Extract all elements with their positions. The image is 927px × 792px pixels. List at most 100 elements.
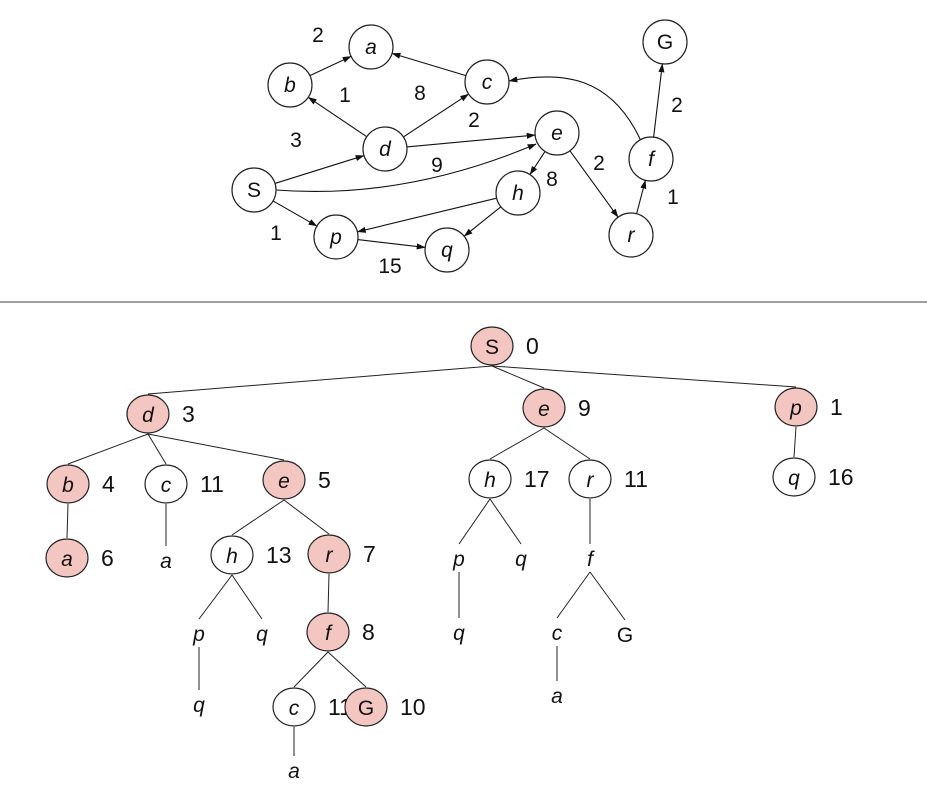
graph-node-c: c bbox=[464, 59, 510, 105]
tree-node-label: d bbox=[142, 404, 155, 427]
tree-node-label: a bbox=[551, 685, 563, 708]
edge-weight-S-e: 9 bbox=[431, 154, 443, 177]
tree-node-label: G bbox=[617, 624, 633, 647]
graph-edge-f-G bbox=[653, 63, 665, 138]
tree-edge-t1-t5 bbox=[147, 433, 167, 465]
graph-node-label: d bbox=[379, 138, 392, 161]
graph-node-label: e bbox=[551, 122, 563, 145]
tree-node-label: a bbox=[288, 760, 300, 783]
graph-node-label: G bbox=[657, 31, 673, 54]
path-cost-label: 1 bbox=[830, 394, 843, 420]
frontier-node-circle bbox=[210, 535, 254, 575]
graph-node-label: b bbox=[284, 74, 296, 97]
tree-node-label: q bbox=[256, 623, 268, 646]
frontier-node-circle bbox=[272, 687, 316, 727]
graph-edge-d-b bbox=[307, 96, 368, 138]
graph-node-e: e bbox=[534, 110, 580, 156]
frontier-node-circle bbox=[144, 464, 188, 504]
tree-edge-t9-t12 bbox=[231, 574, 263, 620]
path-cost-label: 4 bbox=[102, 471, 115, 497]
tree-edge-t14-t15 bbox=[293, 651, 329, 688]
expanded-node-circle bbox=[126, 394, 170, 434]
path-cost-label: 0 bbox=[526, 333, 539, 359]
tree-node-label: p bbox=[192, 623, 205, 646]
tree-edge-t23-t25 bbox=[589, 571, 626, 621]
graph-edge-f-c bbox=[508, 76, 642, 142]
tree-node-q: q bbox=[256, 623, 268, 646]
path-cost-label: 11 bbox=[200, 471, 224, 497]
graph-node-p: p bbox=[313, 214, 359, 260]
edge-weight-e-h: 8 bbox=[546, 168, 558, 191]
tree-node-q: q 16 bbox=[772, 457, 854, 497]
tree-node-a: a bbox=[288, 760, 300, 783]
tree-edge-t6-t10 bbox=[283, 499, 330, 535]
expanded-node-circle bbox=[344, 687, 388, 727]
tree-edge-t10-t14 bbox=[327, 573, 330, 613]
edge-weight-d-b: 1 bbox=[339, 84, 351, 107]
tree-node-label: h bbox=[226, 545, 238, 568]
tree-node-label: f bbox=[587, 548, 595, 571]
tree-node-label: S bbox=[485, 336, 499, 359]
graph-node-label: f bbox=[648, 148, 656, 171]
tree-edge-t0-t1 bbox=[147, 365, 493, 395]
graph-node-circle bbox=[495, 170, 541, 216]
graph-node-circle bbox=[534, 110, 580, 156]
graph-edge-S-p bbox=[272, 200, 318, 227]
graph-node-a: a bbox=[348, 24, 394, 70]
graph-node-label: r bbox=[628, 224, 636, 247]
frontier-node-circle bbox=[468, 459, 512, 499]
tree-node-label: r bbox=[587, 469, 595, 492]
tree-edge-t2-t19 bbox=[543, 427, 591, 460]
path-cost-label: 5 bbox=[318, 467, 331, 493]
graph-edge-S-d bbox=[274, 155, 365, 184]
tree-node-label: p bbox=[789, 397, 802, 420]
edge-weight-d-e: 2 bbox=[468, 109, 480, 132]
tree-node-label: c bbox=[289, 697, 300, 720]
frontier-node-circle bbox=[568, 459, 612, 499]
path-cost-label: 10 bbox=[400, 694, 426, 720]
edge-weight-d-c: 8 bbox=[414, 82, 426, 105]
tree-edge-t4-t7 bbox=[66, 503, 69, 539]
tree-edge-t0-t2 bbox=[491, 365, 545, 389]
expanded-node-circle bbox=[46, 464, 90, 504]
tree-node-label: a bbox=[61, 548, 73, 571]
tree-node-G: G 10 bbox=[344, 687, 426, 727]
graph-node-G: G bbox=[642, 19, 688, 65]
tree-node-a: a bbox=[551, 685, 563, 708]
tree-edge-t1-t4 bbox=[67, 433, 149, 465]
graph-node-circle bbox=[362, 126, 408, 172]
tree-node-label: b bbox=[62, 474, 74, 497]
expanded-node-circle bbox=[774, 387, 818, 427]
tree-node-label: q bbox=[788, 467, 800, 490]
tree-node-q: q bbox=[515, 548, 527, 571]
graph-node-circle bbox=[231, 167, 277, 213]
tree-node-label: p bbox=[452, 548, 465, 571]
graph-edge-c-a bbox=[391, 52, 467, 77]
tree-node-a: a bbox=[160, 550, 172, 573]
path-cost-label: 16 bbox=[828, 464, 854, 490]
expanded-node-circle bbox=[262, 460, 306, 500]
edge-weight-S-d: 3 bbox=[290, 129, 302, 152]
graph-node-d: d bbox=[362, 126, 408, 172]
graph-edge-h-q bbox=[463, 206, 502, 237]
tree-edge-t0-t3 bbox=[491, 365, 797, 388]
graph-node-label: p bbox=[329, 226, 342, 249]
edge-weight-r-f: 1 bbox=[667, 186, 679, 209]
tree-node-label: G bbox=[358, 697, 374, 720]
tree-node-label: a bbox=[160, 550, 172, 573]
graph-node-q: q bbox=[424, 227, 470, 273]
tree-edge-t1-t6 bbox=[147, 433, 285, 461]
